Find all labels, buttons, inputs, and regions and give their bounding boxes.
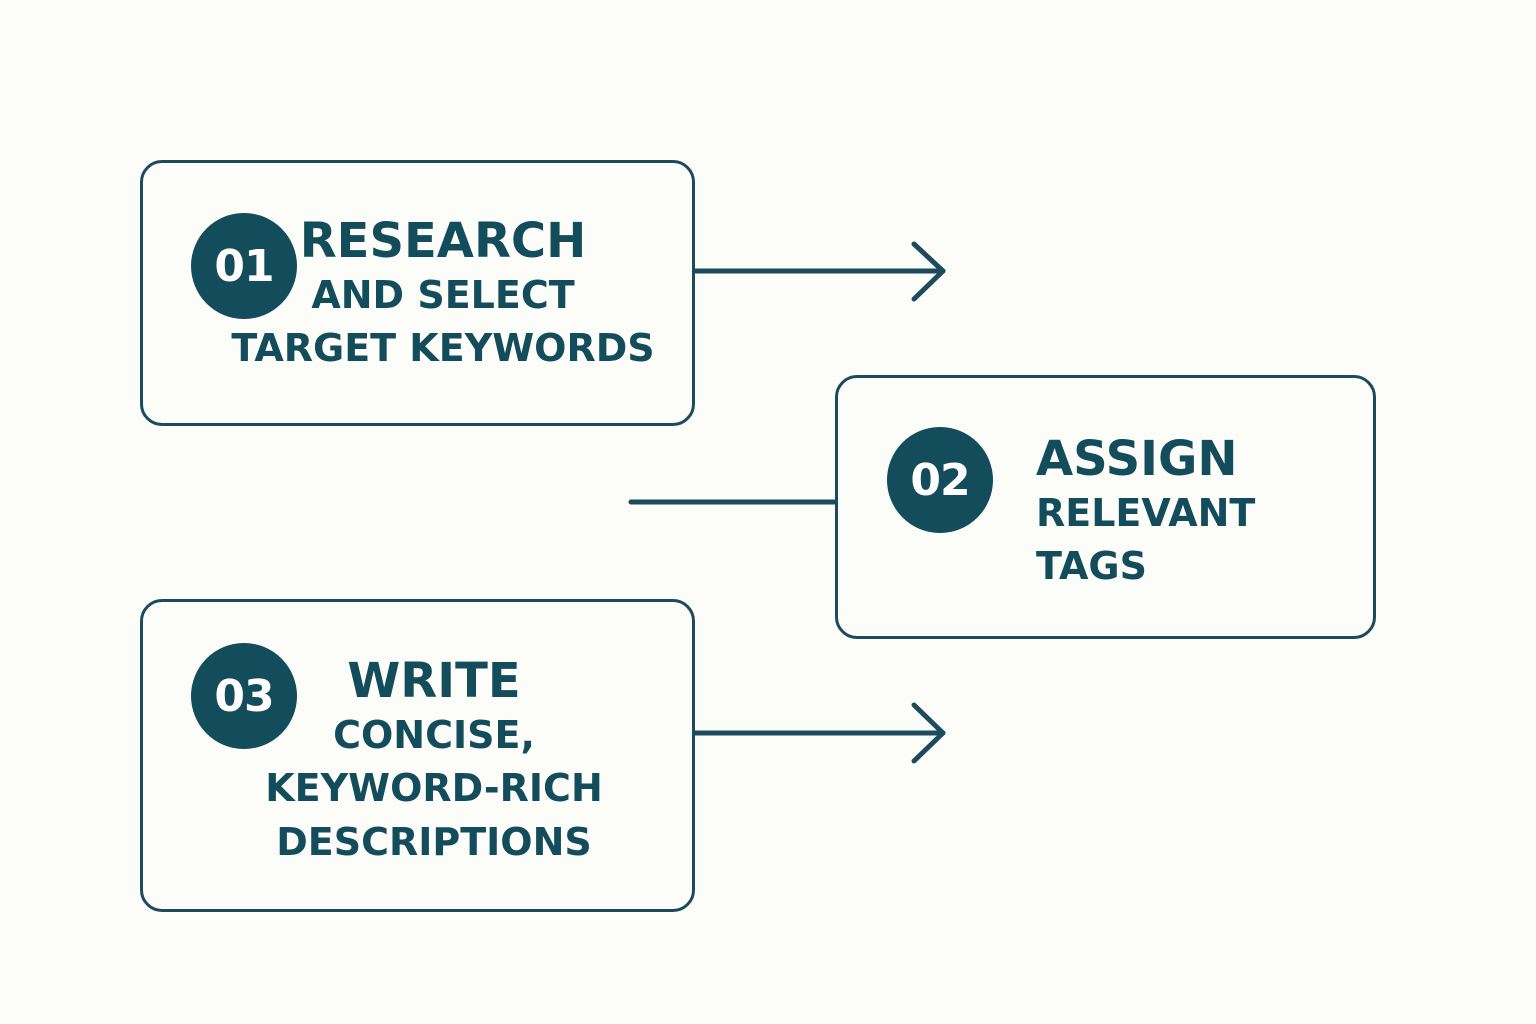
step-description-line: TAGS — [1036, 544, 1147, 589]
step-number-badge: 03 — [191, 643, 297, 749]
step-card-2: 02 ASSIGN RELEVANT TAGS — [835, 375, 1376, 639]
step-title: ASSIGN — [1036, 431, 1238, 487]
step-title: RESEARCH — [299, 213, 587, 269]
step-description-line: TARGET KEYWORDS — [231, 326, 655, 371]
step-text: RESEARCH AND SELECT TARGET KEYWORDS — [213, 213, 673, 376]
step-description-line: AND SELECT — [311, 272, 575, 317]
connector-step-3-arrowhead-icon — [911, 702, 946, 764]
step-number-badge: 02 — [887, 427, 993, 533]
step-title: WRITE — [347, 653, 521, 709]
step-card-1: 01 RESEARCH AND SELECT TARGET KEYWORDS — [140, 160, 695, 426]
step-number-badge: 01 — [191, 213, 297, 319]
step-description-line: RELEVANT — [1036, 490, 1256, 535]
step-card-3: 03 WRITE CONCISE, KEYWORD-RICH DESCRIPTI… — [140, 599, 695, 912]
step-description-line: DESCRIPTIONS — [276, 819, 592, 864]
step-text: ASSIGN RELEVANT TAGS — [1036, 431, 1256, 594]
step-text: WRITE CONCISE, KEYWORD-RICH DESCRIPTIONS — [239, 653, 629, 869]
connector-step-1-arrowhead-icon — [911, 241, 946, 302]
step-description-line: CONCISE, — [333, 712, 535, 757]
step-description-line: KEYWORD-RICH — [265, 766, 603, 811]
